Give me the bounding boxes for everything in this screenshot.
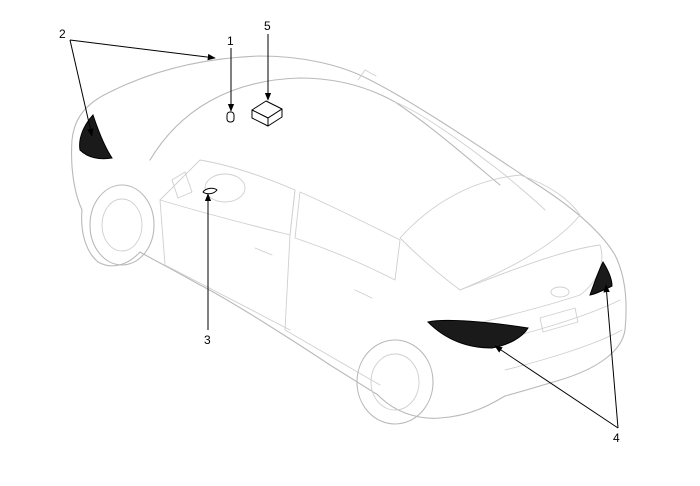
leader-4b	[603, 284, 619, 429]
leader-2a	[69, 39, 216, 61]
rear-lamp-center	[427, 319, 529, 349]
leader-2b	[69, 39, 94, 137]
rear-side-window	[294, 191, 401, 281]
rear-lamp-right	[589, 260, 613, 296]
car-body	[71, 55, 627, 425]
callout-3: 3	[204, 333, 211, 347]
side-mirror	[171, 171, 193, 199]
front-wheel	[89, 184, 155, 266]
trunk-lid	[459, 244, 603, 326]
rear-emblem	[550, 286, 570, 298]
rear-wheel-rim	[370, 353, 420, 411]
callout-5: 5	[264, 19, 271, 33]
steering-wheel	[204, 173, 246, 203]
part-5-module	[251, 100, 283, 127]
door-line-front	[159, 199, 291, 331]
door-line-rear	[284, 234, 381, 386]
callout-2: 2	[59, 27, 66, 41]
windshield	[394, 101, 546, 211]
roof-line	[149, 77, 501, 186]
car-silhouette	[71, 55, 627, 419]
front-wheel-rim	[101, 198, 143, 252]
rear-door-handle	[354, 289, 373, 299]
callout-1: 1	[227, 34, 234, 48]
leader-4a	[494, 345, 619, 429]
license-plate	[539, 307, 579, 333]
callout-4: 4	[613, 431, 620, 445]
roof-antenna	[357, 69, 377, 81]
rear-window	[399, 174, 581, 291]
b-pillar	[289, 189, 296, 236]
front-door-handle	[254, 247, 273, 256]
part-1-sensor	[226, 111, 235, 123]
rear-wheel	[356, 339, 434, 425]
front-lamp-left	[79, 114, 113, 160]
